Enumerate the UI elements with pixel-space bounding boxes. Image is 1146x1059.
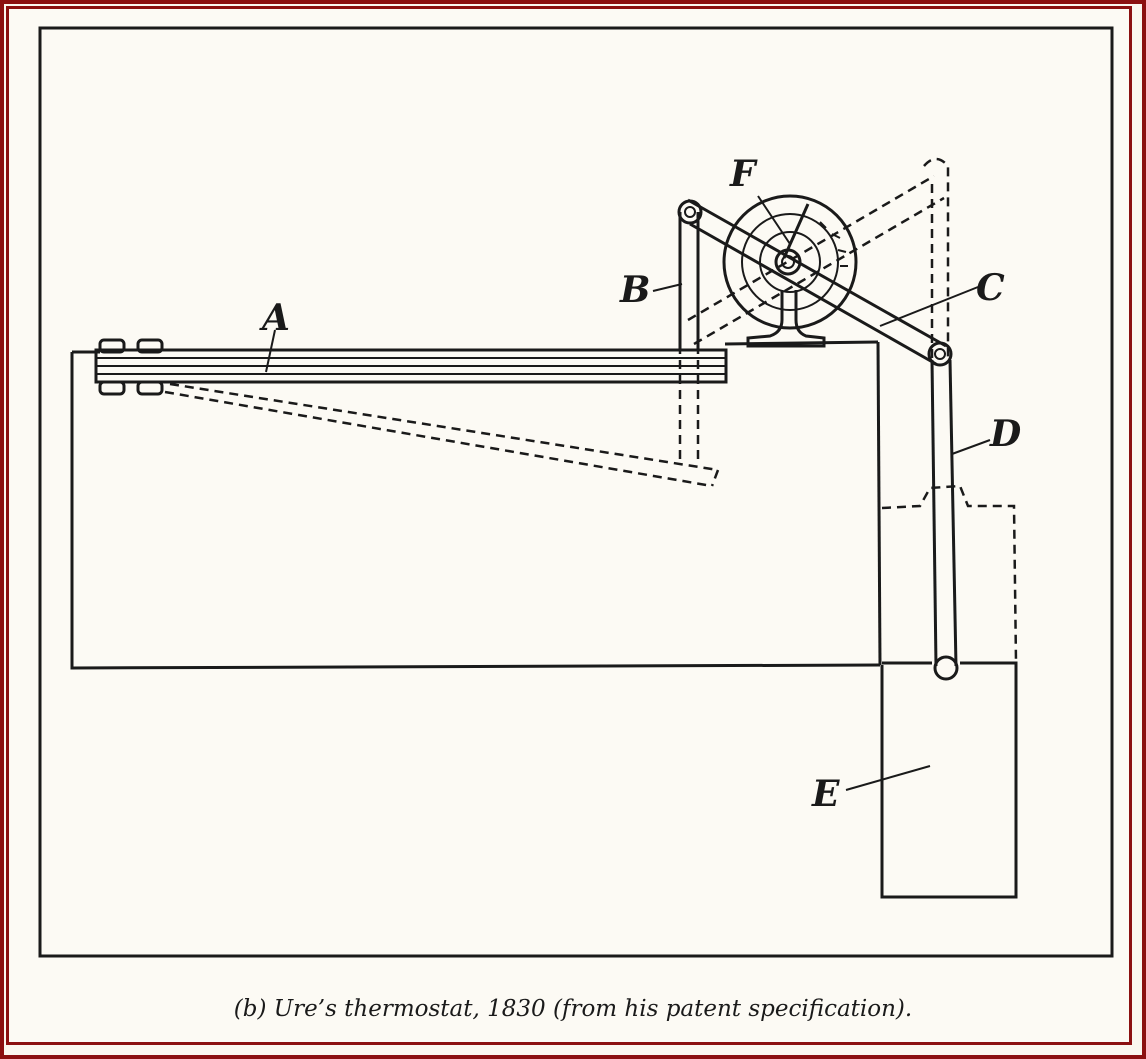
leader-e — [845, 765, 931, 791]
leader-a — [265, 329, 276, 373]
chamber-right-wall — [876, 341, 882, 666]
deflected-strip-dashed — [164, 382, 720, 488]
label-d: D — [989, 413, 1021, 455]
chamber-top-right — [724, 340, 879, 346]
label-a: A — [259, 297, 290, 339]
label-c: C — [976, 267, 1005, 309]
drawing-border — [38, 26, 1114, 958]
rod-b — [677, 199, 703, 462]
leader-d — [951, 439, 991, 455]
bimetal-strip-a — [94, 338, 728, 396]
paper-background — [9, 9, 1129, 1042]
label-b: B — [619, 269, 650, 311]
figure-caption: (b) Ure’s thermostat, 1830 (from his pat… — [233, 996, 913, 1022]
chamber-dashed-outline — [881, 484, 1018, 663]
dial-f — [722, 194, 858, 348]
rod-d — [930, 359, 959, 681]
leader-c — [879, 286, 979, 327]
vessel-e — [880, 661, 1018, 899]
chamber-left-bottom — [70, 352, 881, 670]
leader-b — [652, 283, 683, 292]
lever-c — [687, 157, 953, 367]
label-f: F — [729, 153, 758, 195]
label-e: E — [811, 773, 840, 815]
leader-f — [757, 195, 791, 245]
